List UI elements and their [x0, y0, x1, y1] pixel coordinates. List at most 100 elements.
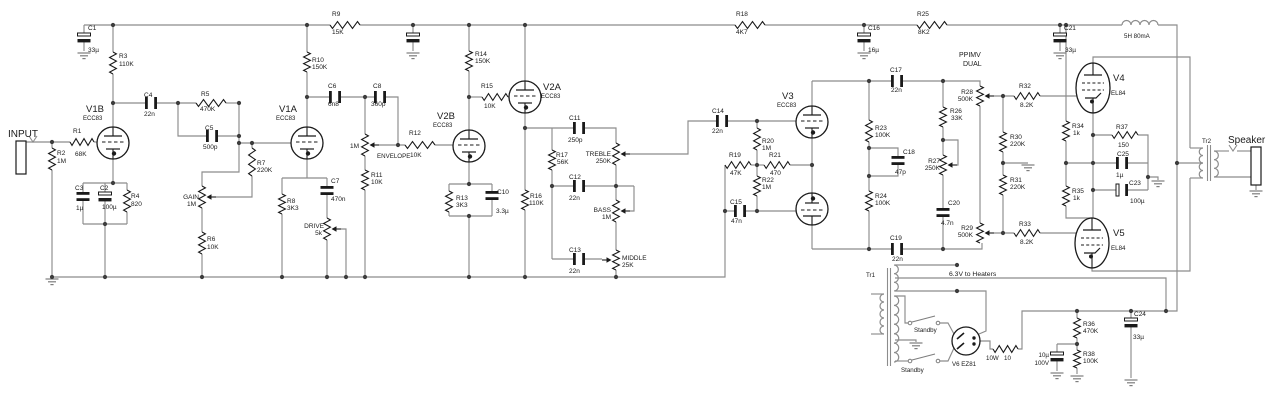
- wire: [869, 147, 899, 156]
- wire: [895, 339, 917, 342]
- label-1k-132: 1k: [1073, 130, 1081, 137]
- junction-dot: [549, 183, 555, 189]
- tube-triode-V2A-dot: [523, 105, 529, 110]
- label-input-6: INPUT: [8, 129, 38, 140]
- capacitor-C23: [1115, 183, 1120, 197]
- label-r30-121: R30: [1010, 134, 1022, 141]
- label-220k-28: 220K: [257, 167, 273, 174]
- label-470n-36: 470n: [331, 196, 346, 203]
- capacitor-C-10u-100V: [1050, 358, 1064, 362]
- standby-switch-2-contact: [935, 358, 941, 364]
- junction-dot: [940, 137, 946, 143]
- capacitor-C21: [1053, 39, 1067, 43]
- capacitor-C4: [154, 97, 157, 109]
- wire: [940, 347, 955, 362]
- capacitor-C9: [406, 39, 420, 43]
- input-jack: [15, 140, 27, 175]
- label-33k-112: 33K: [951, 115, 963, 122]
- junction-dot: [954, 288, 960, 294]
- label-100-14: 100µ: [102, 204, 117, 211]
- junction-dot: [1163, 308, 1169, 314]
- potentiometer-R27: [938, 154, 948, 176]
- wire: [52, 165, 726, 278]
- tr1-primary-coil: [879, 293, 885, 335]
- capacitor-C6: [329, 91, 332, 103]
- junction-dot: [1000, 230, 1006, 236]
- junction-dot: [110, 22, 116, 28]
- label-c20-115: C20: [948, 200, 960, 207]
- label-r12-49: R12: [409, 130, 421, 137]
- label-c6-41: C6: [328, 83, 337, 90]
- capacitor-C20: [936, 214, 950, 217]
- label-250p-66: 250p: [568, 137, 583, 144]
- label-250k-114: 250K: [925, 165, 941, 172]
- resistor-R2: [47, 147, 57, 171]
- label-r28-117: R28: [961, 89, 973, 96]
- jack-tip-icon: [1228, 144, 1238, 152]
- label-10-155: 10µ: [1039, 352, 1050, 359]
- label-22n-96: 22n: [891, 87, 902, 94]
- wire: [386, 96, 399, 145]
- resistor-R10: [302, 51, 312, 73]
- tube-pentode-V4-cathode: [1085, 92, 1102, 99]
- junction-dot: [1057, 22, 1063, 28]
- label-c11-65: C11: [569, 115, 581, 122]
- capacitor-C13: [573, 253, 576, 265]
- junction-dot: [1128, 308, 1134, 314]
- label-22n-104: 22n: [892, 256, 903, 263]
- label-v6-ez81-152: V6 EZ81: [952, 361, 977, 368]
- label-820-16: 820: [131, 201, 142, 208]
- standby-switch-1-contact: [935, 320, 941, 326]
- label-r18-91: R18: [736, 11, 748, 18]
- pot-wiper-arrow-icon: [369, 142, 375, 148]
- capacitor-C24: [1124, 324, 1138, 328]
- wire: [957, 290, 987, 335]
- label-360p-44: 360p: [371, 101, 386, 108]
- resistor-R23: [864, 119, 874, 143]
- capacitor-C23: [1125, 184, 1128, 196]
- junction-dot: [754, 162, 760, 168]
- wire: [585, 127, 617, 143]
- label-r36-157: R36: [1083, 321, 1095, 328]
- junction-dot: [102, 274, 108, 280]
- junction-dot: [1074, 308, 1080, 314]
- capacitor-C25: [1116, 157, 1119, 169]
- label-6n8-42: 6n8: [328, 101, 339, 108]
- wire: [1092, 56, 1191, 148]
- label-r31-123: R31: [1010, 177, 1022, 184]
- label-68k-8: 68K: [75, 151, 87, 158]
- label-c25-140: C25: [1117, 151, 1129, 158]
- junction-dot: [236, 140, 242, 146]
- junction-dot: [466, 274, 472, 280]
- capacitor-C16: [857, 39, 871, 43]
- label-c19-103: C19: [890, 235, 902, 242]
- label-ppimv-109: PPIMV: [959, 52, 981, 59]
- capacitor-C14: [716, 115, 719, 127]
- junction-dot: [754, 118, 760, 124]
- label-22n-18: 22n: [144, 111, 155, 118]
- resistor-R6: [197, 231, 207, 255]
- capacitor-C2: [98, 198, 112, 202]
- label-100-143: 100µ: [1130, 198, 1145, 205]
- tube-triode-V3-upper-dot: [810, 130, 816, 135]
- wire: [869, 165, 899, 177]
- capacitor-C5: [206, 130, 209, 142]
- label-47p-100: 47p: [895, 169, 906, 176]
- junction-dot: [940, 246, 946, 252]
- potentiometer-ENVELOPE: [360, 133, 370, 157]
- label-r2-9: R2: [57, 150, 66, 157]
- capacitor-C6: [338, 91, 341, 103]
- label-220k-124: 220K: [1010, 184, 1026, 191]
- junction-dot: [110, 180, 116, 186]
- standby-switch-1-contact: [907, 320, 913, 326]
- label-speaker-147: Speaker: [1228, 135, 1266, 146]
- label-c18-99: C18: [903, 149, 915, 156]
- capacitor-C21: [1053, 32, 1067, 37]
- label-c16-105: C16: [868, 25, 880, 32]
- label-10k-48: 10K: [371, 179, 383, 186]
- resistor-R7: [247, 147, 257, 177]
- label-110k-64: 110K: [529, 200, 544, 207]
- resistor-R34: [1061, 120, 1071, 142]
- junction-dot: [304, 22, 310, 28]
